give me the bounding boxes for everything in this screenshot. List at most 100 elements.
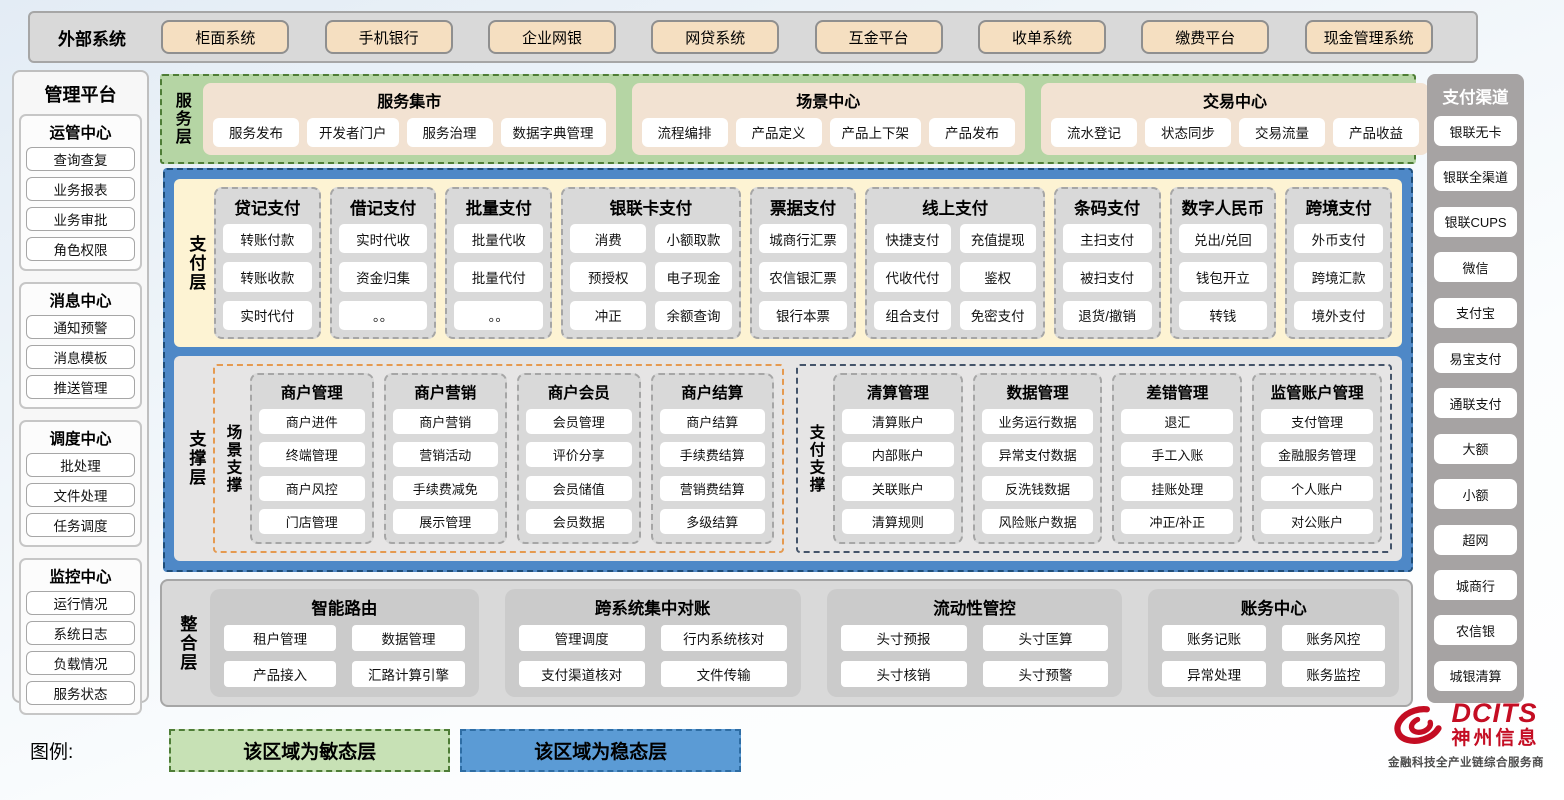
support-item-button[interactable]: 个人账户 (1261, 475, 1373, 501)
support-item-button[interactable]: 评价分享 (526, 442, 632, 468)
support-item-button[interactable]: 内部账户 (841, 442, 954, 468)
integration-item-button[interactable]: 行内系统核对 (660, 625, 787, 651)
external-system-button[interactable]: 手机银行 (324, 20, 453, 54)
channel-button[interactable]: 支付宝 (1434, 297, 1517, 328)
service-item-button[interactable]: 产品定义 (735, 117, 822, 147)
payment-item-button[interactable]: 被扫支付 (1062, 262, 1152, 292)
integration-item-button[interactable]: 头寸预警 (982, 661, 1109, 687)
external-system-button[interactable]: 企业网银 (487, 20, 616, 54)
service-item-button[interactable]: 流程编排 (641, 117, 728, 147)
support-item-button[interactable]: 关联账户 (841, 475, 954, 501)
payment-item-button[interactable]: 冲正 (570, 300, 647, 330)
management-item-button[interactable]: 运行情况 (26, 591, 135, 615)
payment-item-button[interactable]: 消费 (570, 224, 647, 254)
payment-item-button[interactable]: 转钱 (1178, 300, 1268, 330)
service-item-button[interactable]: 流水登记 (1051, 117, 1137, 147)
payment-item-button[interactable]: 鉴权 (959, 262, 1036, 292)
management-item-button[interactable]: 文件处理 (26, 483, 135, 507)
service-item-button[interactable]: 产品收益 (1333, 117, 1419, 147)
support-item-button[interactable]: 手续费减免 (392, 475, 498, 501)
integration-item-button[interactable]: 数据管理 (352, 625, 465, 651)
payment-item-button[interactable]: 预授权 (570, 262, 647, 292)
support-item-button[interactable]: 手工入账 (1121, 442, 1234, 468)
payment-item-button[interactable]: 银行本票 (758, 300, 848, 330)
integration-item-button[interactable]: 产品接入 (224, 661, 337, 687)
payment-item-button[interactable]: 批量代付 (454, 262, 544, 292)
management-item-button[interactable]: 消息模板 (26, 345, 135, 369)
integration-item-button[interactable]: 汇路计算引擎 (352, 661, 465, 687)
support-item-button[interactable]: 清算账户 (841, 408, 954, 434)
integration-item-button[interactable]: 管理调度 (518, 625, 645, 651)
integration-item-button[interactable]: 账务监控 (1281, 661, 1385, 687)
support-item-button[interactable]: 金融服务管理 (1261, 442, 1373, 468)
payment-item-button[interactable]: 兑出/兑回 (1178, 224, 1268, 254)
channel-button[interactable]: 通联支付 (1434, 388, 1517, 419)
support-item-button[interactable]: 清算规则 (841, 509, 954, 535)
payment-item-button[interactable]: 免密支付 (959, 300, 1036, 330)
support-item-button[interactable]: 异常支付数据 (981, 442, 1094, 468)
support-item-button[interactable]: 会员储值 (526, 475, 632, 501)
support-item-button[interactable]: 商户风控 (259, 475, 365, 501)
service-item-button[interactable]: 交易流量 (1239, 117, 1325, 147)
channel-button[interactable]: 大额 (1434, 433, 1517, 464)
payment-item-button[interactable]: 钱包开立 (1178, 262, 1268, 292)
support-item-button[interactable]: 营销活动 (392, 442, 498, 468)
integration-item-button[interactable]: 异常处理 (1162, 661, 1266, 687)
support-item-button[interactable]: 支付管理 (1261, 408, 1373, 434)
integration-item-button[interactable]: 文件传输 (660, 661, 787, 687)
channel-button[interactable]: 银联CUPS (1434, 206, 1517, 237)
management-item-button[interactable]: 查询查复 (26, 147, 135, 171)
support-item-button[interactable]: 手续费结算 (659, 442, 765, 468)
payment-item-button[interactable]: 转账付款 (223, 224, 312, 254)
payment-item-button[interactable]: 代收代付 (874, 262, 951, 292)
support-item-button[interactable]: 门店管理 (259, 509, 365, 535)
support-item-button[interactable]: 多级结算 (659, 509, 765, 535)
integration-item-button[interactable]: 头寸核销 (840, 661, 967, 687)
management-item-button[interactable]: 通知预警 (26, 315, 135, 339)
support-item-button[interactable]: 挂账处理 (1121, 475, 1234, 501)
payment-item-button[interactable]: 资金归集 (338, 262, 428, 292)
service-item-button[interactable]: 产品上下架 (829, 117, 921, 147)
payment-item-button[interactable]: 转账收款 (223, 262, 312, 292)
payment-item-button[interactable]: 。。 (454, 300, 544, 330)
channel-button[interactable]: 银联无卡 (1434, 116, 1517, 146)
payment-item-button[interactable]: 批量代收 (454, 224, 544, 254)
management-item-button[interactable]: 推送管理 (26, 375, 135, 399)
support-item-button[interactable]: 会员管理 (526, 408, 632, 434)
management-item-button[interactable]: 业务审批 (26, 207, 135, 231)
payment-item-button[interactable]: 实时代收 (338, 224, 428, 254)
external-system-button[interactable]: 收单系统 (977, 20, 1106, 54)
integration-item-button[interactable]: 头寸匡算 (982, 625, 1109, 651)
channel-button[interactable]: 城银清算 (1434, 660, 1517, 691)
support-item-button[interactable]: 冲正/补正 (1121, 509, 1234, 535)
service-item-button[interactable]: 状态同步 (1145, 117, 1231, 147)
support-item-button[interactable]: 风险账户数据 (981, 509, 1094, 535)
support-item-button[interactable]: 终端管理 (259, 442, 365, 468)
support-item-button[interactable]: 退汇 (1121, 408, 1234, 434)
support-item-button[interactable]: 展示管理 (392, 509, 498, 535)
support-item-button[interactable]: 商户进件 (259, 408, 365, 434)
external-system-button[interactable]: 缴费平台 (1141, 20, 1270, 54)
payment-item-button[interactable]: 组合支付 (874, 300, 951, 330)
service-item-button[interactable]: 服务发布 (213, 117, 299, 147)
payment-item-button[interactable]: 实时代付 (223, 300, 312, 330)
service-item-button[interactable]: 产品发布 (929, 117, 1015, 147)
integration-item-button[interactable]: 头寸预报 (840, 625, 967, 651)
payment-item-button[interactable]: 农信银汇票 (758, 262, 848, 292)
support-item-button[interactable]: 对公账户 (1261, 509, 1373, 535)
channel-button[interactable]: 微信 (1434, 252, 1517, 283)
payment-item-button[interactable]: 主扫支付 (1062, 224, 1152, 254)
external-system-button[interactable]: 互金平台 (814, 20, 943, 54)
payment-item-button[interactable]: 余额查询 (655, 300, 732, 330)
payment-item-button[interactable]: 城商行汇票 (758, 224, 848, 254)
support-item-button[interactable]: 商户结算 (659, 408, 765, 434)
channel-button[interactable]: 易宝支付 (1434, 343, 1517, 374)
channel-button[interactable]: 城商行 (1434, 570, 1517, 601)
payment-item-button[interactable]: 电子现金 (655, 262, 732, 292)
external-system-button[interactable]: 网贷系统 (651, 20, 780, 54)
payment-item-button[interactable]: 境外支付 (1294, 300, 1383, 330)
integration-item-button[interactable]: 账务记账 (1162, 625, 1266, 651)
support-item-button[interactable]: 商户营销 (392, 408, 498, 434)
external-system-button[interactable]: 现金管理系统 (1304, 20, 1433, 54)
integration-item-button[interactable]: 租户管理 (224, 625, 337, 651)
